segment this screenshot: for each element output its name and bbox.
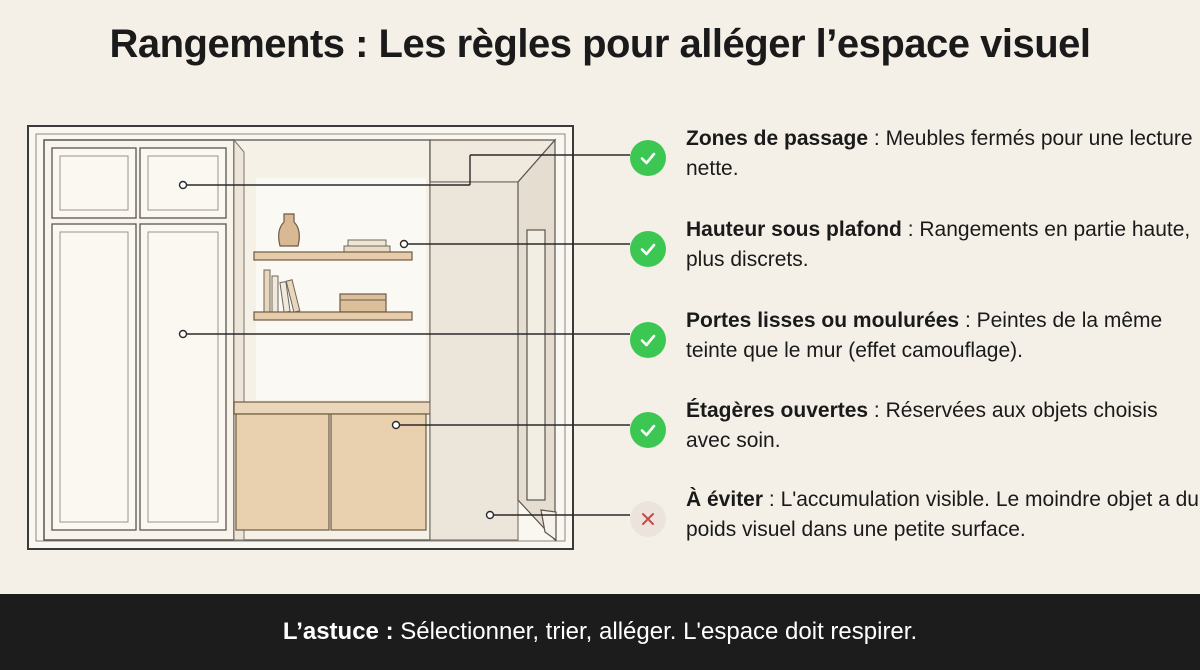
rule-text: Hauteur sous plafond : Rangements en par… xyxy=(686,218,1191,271)
leader-lines xyxy=(178,154,630,520)
check-circle-icon xyxy=(630,231,666,267)
rule-text: Étagères ouvertes : Réservées aux objets… xyxy=(686,399,1158,452)
rule-item-zones-de-passage: Zones de passage : Meubles fermés pour u… xyxy=(630,124,1200,184)
rule-item-hauteur-sous-plafond: Hauteur sous plafond : Rangements en par… xyxy=(630,215,1200,275)
check-circle-icon xyxy=(630,412,666,448)
tip-lead: L’astuce xyxy=(282,618,379,645)
check-circle-icon xyxy=(630,322,666,358)
storage-illustration xyxy=(27,125,630,550)
check-circle-icon xyxy=(630,140,666,176)
rule-item-a-eviter: À éviter : L'accumulation visible. Le mo… xyxy=(630,485,1200,545)
wardrobe xyxy=(43,139,235,541)
cross-circle-icon xyxy=(630,501,666,537)
tip-footer: L’astuce : Sélectionner, trier, alléger.… xyxy=(0,594,1200,670)
side-niche xyxy=(429,138,557,542)
rule-text: Zones de passage : Meubles fermés pour u… xyxy=(686,127,1193,180)
page-title: Rangements : Les règles pour alléger l’e… xyxy=(109,22,1091,66)
rule-item-etageres-ouvertes: Étagères ouvertes : Réservées aux objets… xyxy=(630,396,1200,456)
rule-text: À éviter : L'accumulation visible. Le mo… xyxy=(686,488,1199,541)
rule-text: Portes lisses ou moulurées : Peintes de … xyxy=(686,309,1163,362)
alcove xyxy=(233,138,431,541)
rule-item-portes-lisses: Portes lisses ou moulurées : Peintes de … xyxy=(630,306,1200,366)
tip-text: Sélectionner, trier, alléger. L'espace d… xyxy=(400,618,918,645)
